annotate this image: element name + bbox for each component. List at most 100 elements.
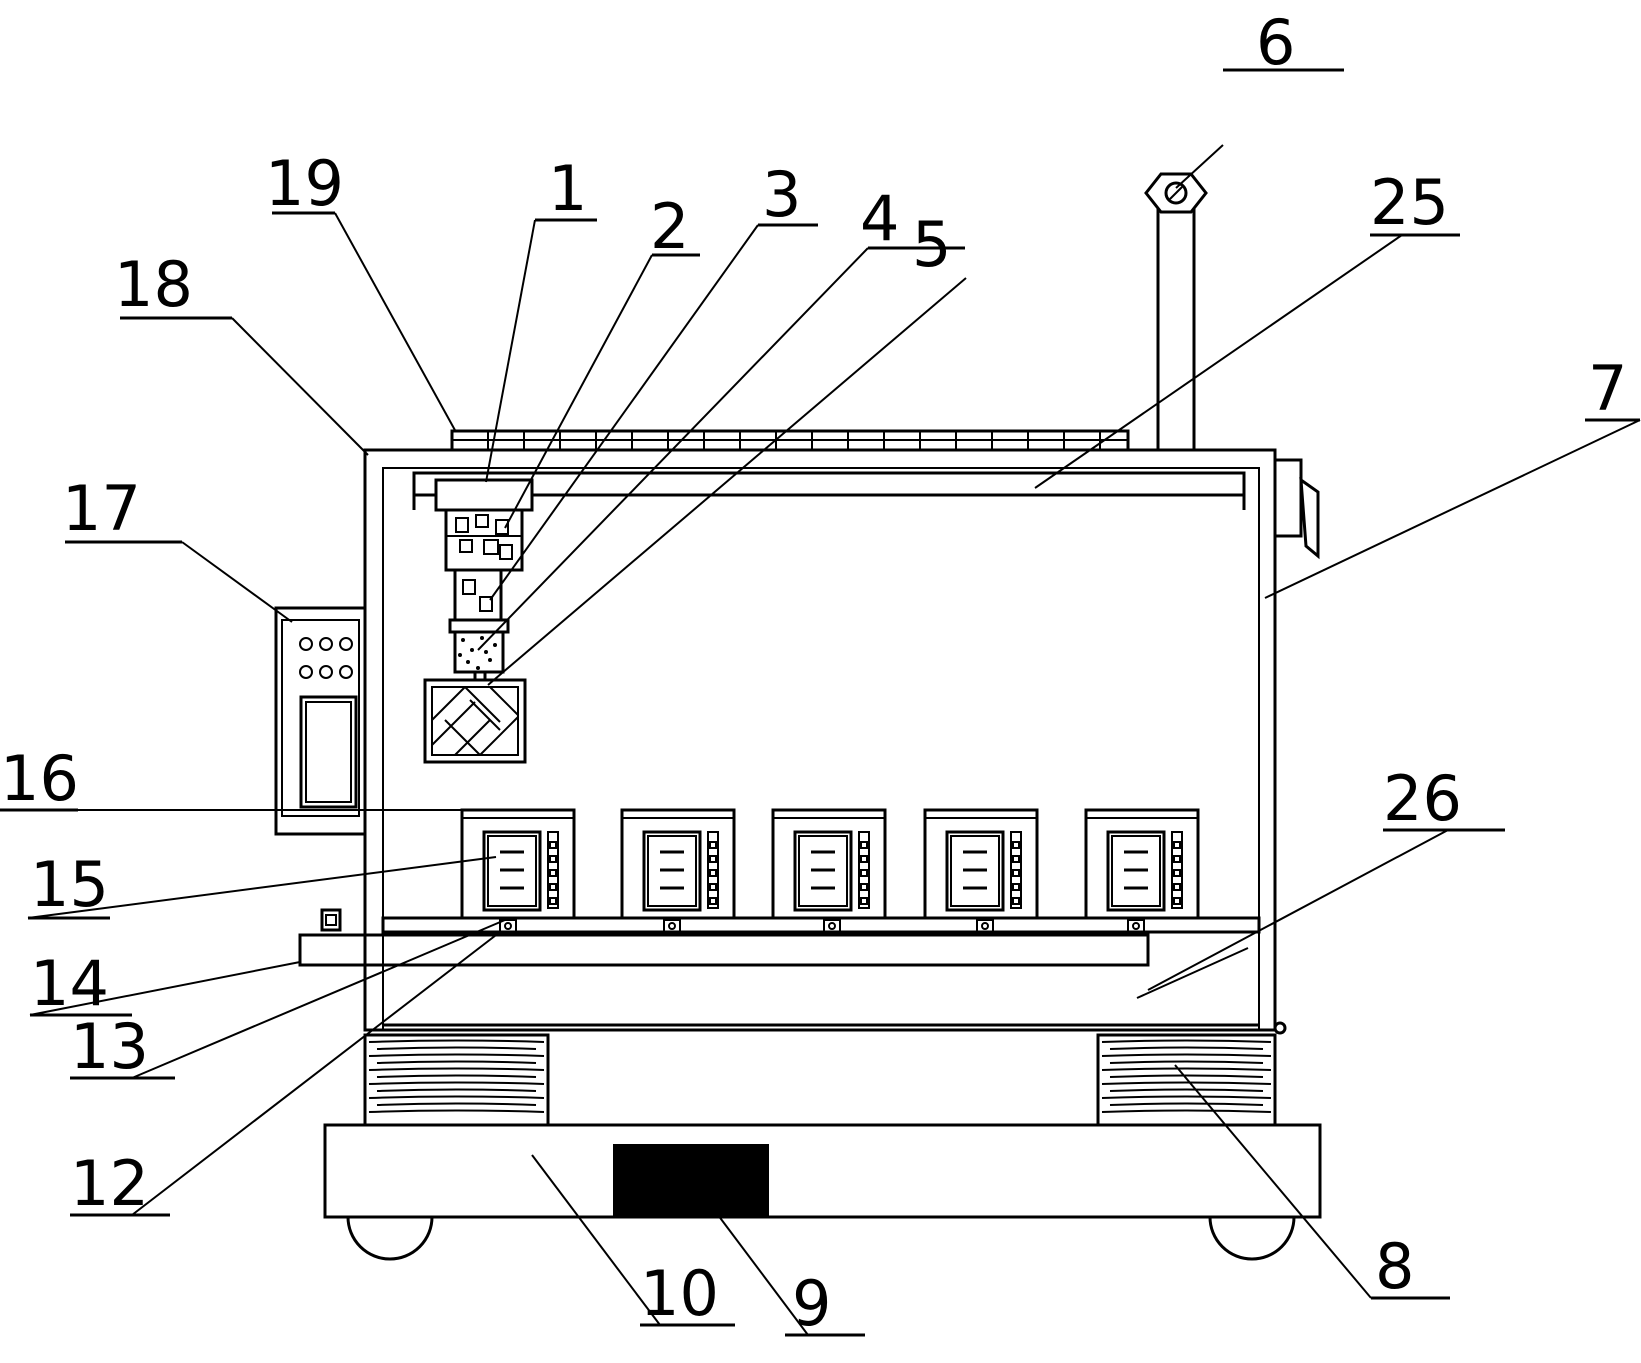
container-indicator — [547, 831, 559, 909]
spring-coil — [1109, 1074, 1264, 1078]
top-panel — [450, 429, 1130, 452]
panel-knob-icon — [299, 665, 313, 679]
spring-coil — [376, 1060, 537, 1064]
spring-coil — [1101, 1109, 1272, 1113]
label-16: 16 — [0, 742, 79, 815]
spring-coil — [368, 1053, 545, 1057]
leader-lines — [0, 144, 1641, 1336]
container — [1084, 808, 1200, 920]
container-door — [945, 830, 1005, 912]
label-12: 12 — [70, 1147, 149, 1220]
label-4: 4 — [860, 182, 899, 255]
spring-coil — [1109, 1102, 1264, 1106]
label-17: 17 — [62, 472, 141, 545]
spring-left — [363, 1033, 550, 1127]
indicator-dot — [709, 883, 717, 891]
control-panel — [274, 606, 367, 836]
speckle — [488, 658, 492, 662]
shelf-roller-pin — [504, 922, 512, 930]
clamp-assembly — [434, 478, 534, 680]
container — [620, 808, 736, 920]
label-7: 7 — [1588, 352, 1627, 425]
label-5: 5 — [912, 208, 951, 281]
indicator-dot — [709, 841, 717, 849]
label-10: 10 — [640, 1257, 719, 1330]
container-door-inner — [798, 835, 848, 907]
label-25: 25 — [1370, 166, 1449, 239]
spring-coil — [376, 1088, 537, 1092]
panel-knob-icon — [339, 637, 353, 651]
indicator-dot — [549, 841, 557, 849]
reference-numerals: 6 1 19 2 3 4 5 25 18 7 17 16 26 15 14 13… — [0, 6, 1627, 1340]
label-15: 15 — [30, 848, 109, 921]
label-2: 2 — [650, 190, 689, 263]
indicator-dot — [860, 869, 868, 877]
spring-coil — [368, 1095, 545, 1099]
numeral-underlines — [0, 68, 1640, 1337]
indicator-dot — [549, 883, 557, 891]
label-26: 26 — [1383, 762, 1462, 835]
bottom-plate — [383, 1021, 1287, 1035]
speckle — [480, 636, 484, 640]
base — [323, 1123, 1322, 1219]
shelf-roller — [663, 919, 681, 933]
container-door — [1106, 830, 1166, 912]
indicator-dot — [1012, 883, 1020, 891]
shelf — [298, 908, 1261, 967]
black-block — [613, 1144, 769, 1218]
indicator-dot — [1012, 869, 1020, 877]
panel-knob-icon — [299, 637, 313, 651]
indicator-dot — [860, 841, 868, 849]
container-indicator — [707, 831, 719, 909]
indicator-dot — [1173, 869, 1181, 877]
indicator-dot — [709, 897, 717, 905]
shelf-roller-pin — [1132, 922, 1140, 930]
spring-coil — [368, 1067, 545, 1071]
label-6: 6 — [1256, 6, 1295, 79]
container-door-inner — [487, 835, 537, 907]
spring-coil — [1101, 1067, 1272, 1071]
speckle — [476, 666, 480, 670]
label-9: 9 — [792, 1267, 831, 1340]
spring-coil — [1101, 1095, 1272, 1099]
container-indicator — [1010, 831, 1022, 909]
shelf-roller — [976, 919, 994, 933]
held-box — [423, 678, 527, 764]
speckle — [466, 660, 470, 664]
shelf-roller-pin — [828, 922, 836, 930]
panel-knob-icon — [339, 665, 353, 679]
indicator-dot — [549, 869, 557, 877]
indicator-dot — [860, 897, 868, 905]
shelf-roller — [823, 919, 841, 933]
label-1: 1 — [548, 152, 587, 225]
container — [460, 808, 576, 920]
indicator-dot — [1173, 841, 1181, 849]
top-rail — [412, 471, 1246, 510]
indicator-dot — [860, 855, 868, 863]
container — [923, 808, 1039, 920]
spring-coil — [1109, 1088, 1264, 1092]
container-door-inner — [1111, 835, 1161, 907]
label-19: 19 — [265, 147, 344, 220]
speckle — [493, 643, 497, 647]
spring-coil — [1101, 1053, 1272, 1057]
indicator-dot — [1173, 897, 1181, 905]
spring-coil — [368, 1109, 545, 1113]
side-latch — [1273, 458, 1320, 560]
container — [771, 808, 887, 920]
speckle — [461, 638, 465, 642]
spring-coil — [1101, 1039, 1272, 1043]
spring-coil — [376, 1046, 537, 1050]
spring-coil — [376, 1074, 537, 1078]
shelf-roller-pin — [981, 922, 989, 930]
shelf-roller-pin — [668, 922, 676, 930]
wheels — [346, 1216, 1296, 1261]
container-indicator — [858, 831, 870, 909]
panel-knob-icon — [319, 665, 333, 679]
spring-coil — [1101, 1081, 1272, 1085]
spring-coil — [376, 1102, 537, 1106]
container-door-inner — [950, 835, 1000, 907]
spring-coil — [368, 1081, 545, 1085]
indicator-dot — [549, 855, 557, 863]
shelf-roller — [499, 919, 517, 933]
